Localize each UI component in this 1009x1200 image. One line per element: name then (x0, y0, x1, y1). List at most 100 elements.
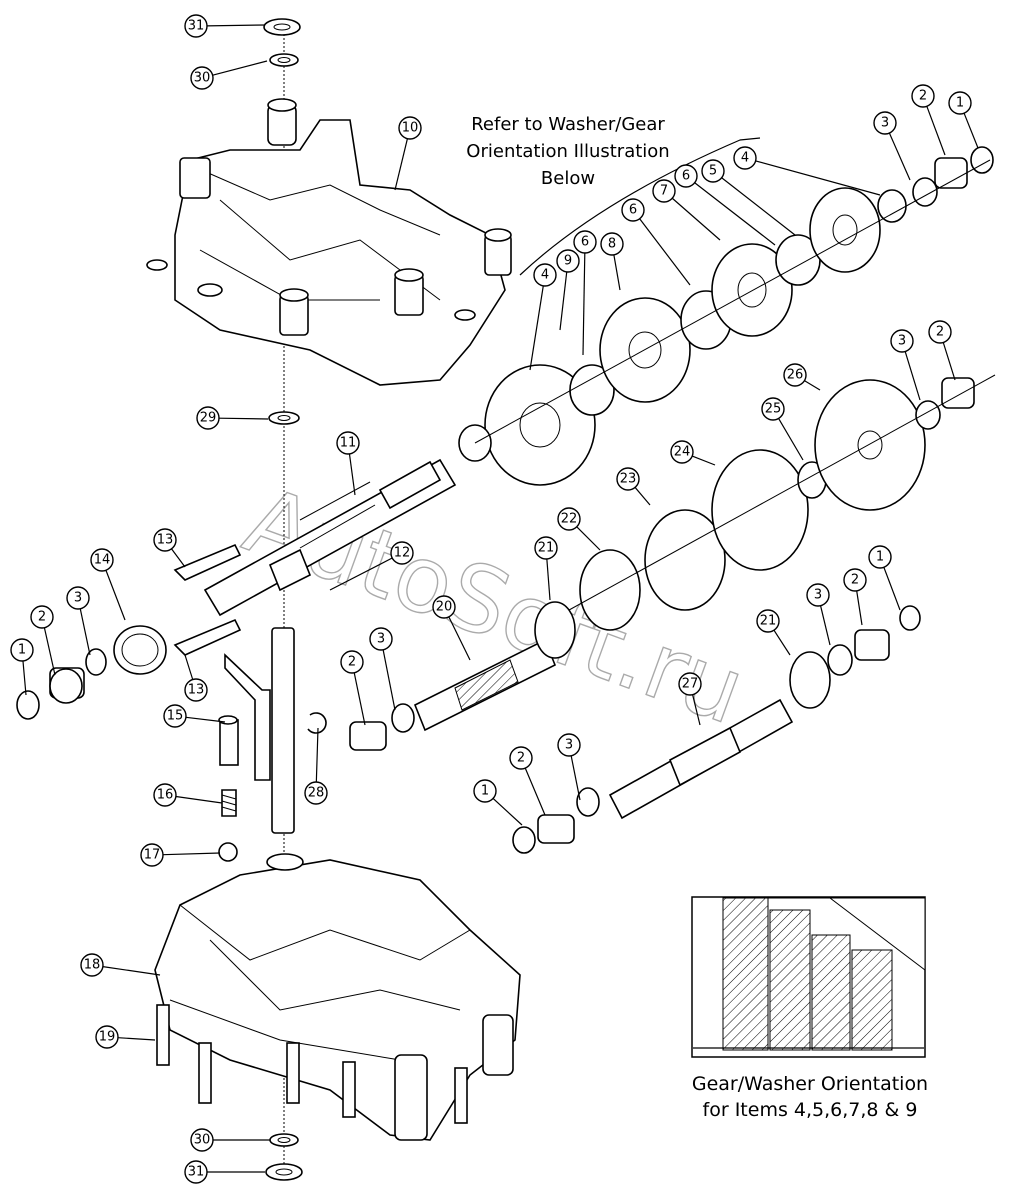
note-line-3: Below (541, 168, 595, 189)
callout-label: 30 (194, 1133, 211, 1148)
orientation-inset: Gear/Washer Orientation for Items 4,5,6,… (691, 896, 928, 1121)
callout-3: 3 (557, 733, 581, 757)
callout-leader (394, 138, 408, 191)
callout-label: 30 (194, 71, 211, 86)
callout-leader (942, 342, 956, 381)
callout-label: 7 (660, 184, 668, 199)
note-line-2: Orientation Illustration (466, 141, 669, 162)
callout-31: 31 (184, 1160, 208, 1184)
callout-2: 2 (928, 320, 952, 344)
callout-26: 26 (783, 363, 807, 387)
shaft-20 (413, 601, 576, 732)
callout-8: 8 (600, 232, 624, 256)
callout-label: 3 (881, 116, 889, 131)
callout-3: 3 (369, 627, 393, 651)
callout-leader (329, 557, 393, 591)
callout-leader (382, 649, 396, 711)
callout-13: 13 (184, 678, 208, 702)
callout-label: 3 (565, 738, 573, 753)
callout-layer: 3130102911131214321131516172820231819303… (10, 14, 979, 1184)
callout-label: 4 (541, 268, 549, 283)
inset-caption-line-2: for Items 4,5,6,7,8 & 9 (703, 1099, 918, 1121)
callout-leader (102, 966, 161, 976)
callout-label: 16 (157, 788, 174, 803)
callout-5: 5 (701, 159, 725, 183)
lower-housing (154, 853, 521, 1141)
callout-label: 31 (188, 1165, 205, 1180)
lower-bearing-stack (512, 787, 600, 854)
callout-31: 31 (184, 14, 208, 38)
callout-21: 21 (756, 609, 780, 633)
callout-3: 3 (873, 111, 897, 135)
middle-bearing-stack (349, 703, 415, 751)
callout-27: 27 (678, 672, 702, 696)
callout-leader (348, 453, 356, 496)
callout-leader (559, 271, 568, 331)
callout-label: 20 (436, 600, 453, 615)
callout-label: 18 (84, 958, 101, 973)
callout-leader (778, 418, 804, 461)
callout-label: 17 (144, 848, 161, 863)
callout-leader (353, 672, 366, 726)
callout-label: 3 (814, 588, 822, 603)
callout-leader (185, 716, 226, 723)
callout-leader (582, 252, 586, 356)
callout-16: 16 (153, 783, 177, 807)
left-bearing-stack (16, 625, 167, 720)
callout-label: 2 (919, 89, 927, 104)
callout-leader (694, 182, 776, 246)
callout-label: 10 (402, 121, 419, 136)
callout-label: 1 (481, 784, 489, 799)
callout-25: 25 (761, 397, 785, 421)
callout-23: 23 (616, 467, 640, 491)
callout-leader (613, 254, 621, 291)
callout-label: 6 (629, 203, 637, 218)
callout-leader (773, 629, 791, 656)
callout-label: 14 (94, 553, 111, 568)
callout-label: 13 (188, 683, 205, 698)
callout-leader (218, 417, 269, 420)
callout-29: 29 (196, 406, 220, 430)
upper-housing (146, 98, 512, 386)
top-lock-ring (263, 18, 301, 36)
callout-leader (212, 60, 268, 76)
callout-label: 1 (876, 550, 884, 565)
callout-label: 2 (851, 573, 859, 588)
callout-28: 28 (304, 781, 328, 805)
callout-12: 12 (390, 541, 414, 565)
orientation-note: Refer to Washer/Gear Orientation Illustr… (466, 114, 761, 276)
callout-label: 29 (200, 411, 217, 426)
callout-leader (721, 177, 796, 236)
callout-label: 21 (538, 541, 555, 556)
callout-leader (162, 852, 221, 856)
callout-label: 2 (936, 325, 944, 340)
callout-label: 31 (188, 19, 205, 34)
callout-leader (692, 694, 701, 726)
callout-label: 6 (682, 169, 690, 184)
callout-leader (105, 570, 126, 621)
callout-leader (529, 285, 544, 371)
top-washer (269, 53, 299, 67)
callout-leader (492, 798, 523, 826)
callout-label: 23 (620, 472, 637, 487)
callout-2: 2 (340, 650, 364, 674)
shift-fork-upper (173, 543, 242, 581)
callout-30: 30 (190, 1128, 214, 1152)
callout-leader (639, 218, 691, 286)
callout-18: 18 (80, 953, 104, 977)
callout-label: 5 (709, 164, 717, 179)
callout-leader (634, 487, 651, 506)
callout-1: 1 (473, 779, 497, 803)
callout-2: 2 (509, 746, 533, 770)
callout-leader (888, 132, 911, 181)
callout-label: 13 (157, 533, 174, 548)
callout-2: 2 (843, 568, 867, 592)
bottom-lock-ring (265, 1163, 303, 1181)
callout-label: 25 (765, 402, 782, 417)
callout-leader (524, 767, 546, 816)
callout-leader (804, 380, 821, 391)
callout-7: 7 (652, 179, 676, 203)
callout-label: 9 (564, 254, 572, 269)
callout-leader (79, 608, 91, 656)
